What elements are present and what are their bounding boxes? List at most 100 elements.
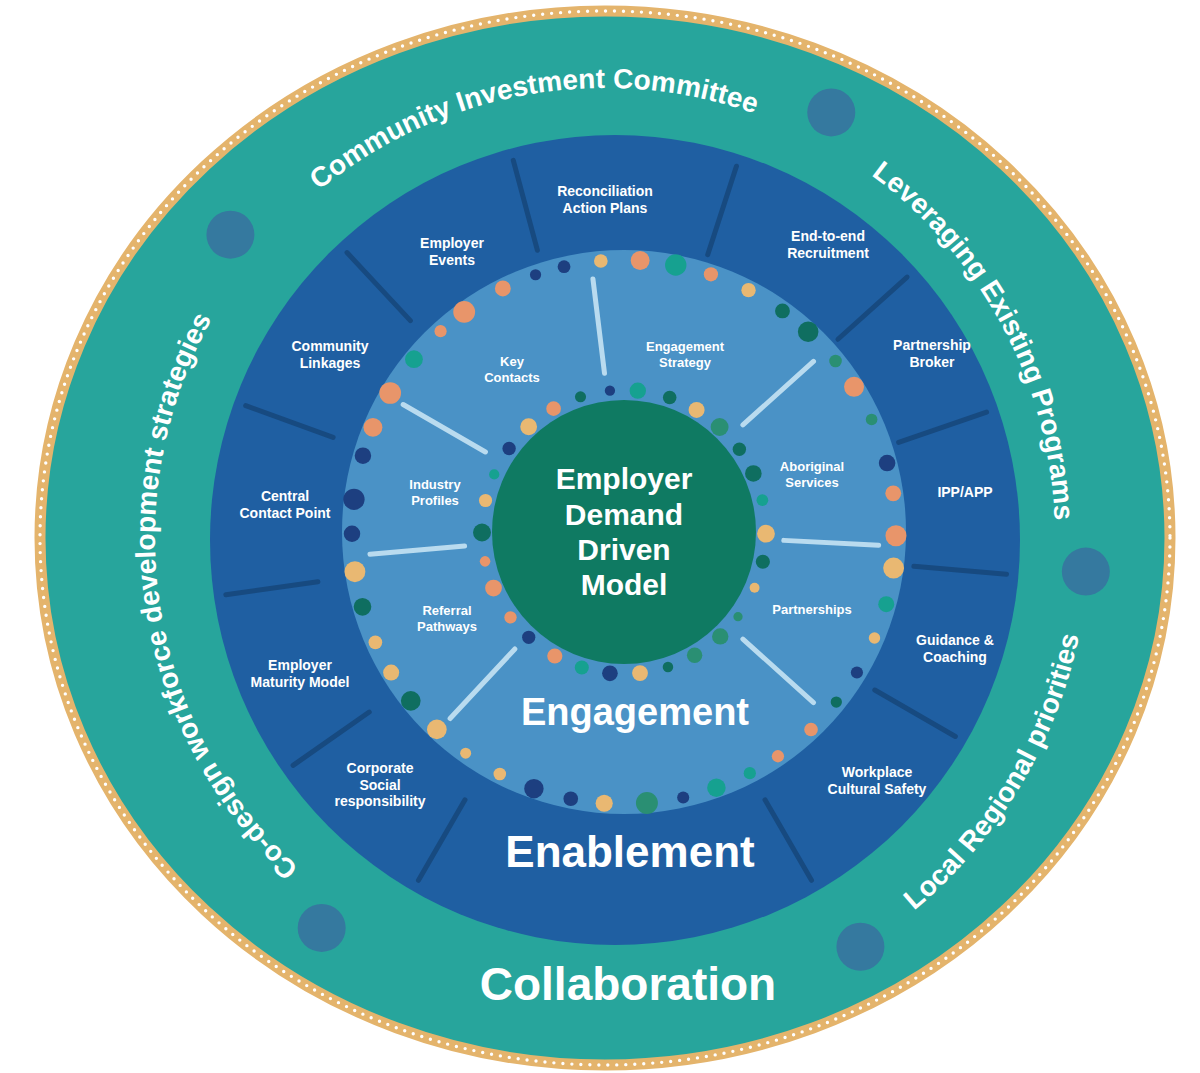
- component-label: Employer Maturity Model: [243, 657, 358, 691]
- component-label: Reconciliation Action Plans: [548, 183, 663, 217]
- divider-line: [293, 712, 369, 765]
- bead: [879, 455, 896, 472]
- divider-line: [708, 166, 737, 254]
- component-label: Key Contacts: [481, 354, 543, 385]
- model-title: Employer Demand Driven Model: [534, 461, 714, 603]
- divider-line: [765, 800, 812, 881]
- ring-title: Engagement: [521, 690, 749, 736]
- bead: [602, 665, 618, 681]
- engagement-ring: Engagement Employer Demand Driven Model: [342, 250, 906, 814]
- bead: [383, 665, 399, 681]
- component-label: Industry Profiles: [399, 477, 471, 508]
- bead: [704, 267, 718, 281]
- band-border-dots: [40, 11, 1170, 1065]
- bead: [354, 598, 372, 616]
- bead: [379, 382, 401, 404]
- bead: [663, 391, 677, 405]
- bead: [530, 269, 541, 280]
- bead: [605, 386, 615, 396]
- bead: [798, 322, 819, 343]
- divider-line: [784, 540, 879, 545]
- bead: [885, 525, 906, 546]
- bead: [522, 631, 535, 644]
- bead: [756, 555, 770, 569]
- bead: [434, 325, 446, 337]
- bead: [473, 523, 491, 541]
- divider-line: [743, 361, 814, 425]
- band-label-text: Leveraging Existing Programs: [867, 155, 1079, 521]
- bead: [775, 304, 790, 319]
- component-label: Central Contact Point: [236, 488, 334, 522]
- bead: [750, 583, 760, 593]
- bead: [630, 382, 646, 398]
- bead: [883, 558, 904, 579]
- enablement-ring: Enablement Engagement Employer Demand Driv…: [210, 135, 1020, 945]
- component-label: Employer Events: [402, 235, 502, 269]
- band-dot: [836, 923, 884, 971]
- bead: [504, 611, 516, 623]
- bead: [558, 260, 571, 273]
- model-core-fill: [492, 400, 756, 664]
- band-fill: [40, 11, 1170, 1065]
- bead: [866, 414, 878, 426]
- band-label: Local Regional priorities: [898, 630, 1085, 915]
- bead: [479, 494, 492, 507]
- divider-line: [347, 253, 410, 321]
- component-label: Partnerships: [765, 602, 860, 618]
- bead: [563, 791, 578, 806]
- band-label-text: Local Regional priorities: [898, 630, 1085, 915]
- bead: [453, 301, 475, 323]
- bead: [745, 465, 762, 482]
- divider-line: [914, 566, 1007, 574]
- model-core: Employer Demand Driven Model: [492, 400, 756, 664]
- bead: [524, 779, 543, 798]
- bead: [631, 251, 650, 270]
- ring-title: Enablement: [505, 826, 754, 879]
- bead: [343, 489, 364, 510]
- bead: [712, 628, 728, 644]
- bead: [711, 418, 729, 436]
- component-label: IPP/APP: [920, 484, 1010, 501]
- bead: [733, 443, 746, 456]
- bead: [547, 648, 562, 663]
- bead: [632, 665, 648, 681]
- bead: [757, 494, 769, 506]
- bead: [575, 391, 586, 402]
- divider-line: [403, 405, 485, 453]
- bead: [829, 355, 842, 368]
- bead: [733, 612, 742, 621]
- component-label: Referral Pathways: [409, 603, 485, 634]
- divider-line: [899, 412, 987, 442]
- band-border: [40, 11, 1170, 1065]
- bead: [744, 767, 756, 779]
- divider-line: [370, 546, 465, 554]
- bead: [677, 791, 689, 803]
- divider-line: [513, 160, 537, 250]
- bead: [665, 254, 686, 275]
- divider-line: [875, 690, 956, 737]
- bead: [831, 696, 842, 707]
- bead: [869, 632, 880, 643]
- bead: [687, 647, 702, 662]
- component-label: Partnership Broker: [882, 337, 982, 371]
- bead: [878, 596, 894, 612]
- divider-line: [226, 582, 318, 595]
- bead: [401, 691, 421, 711]
- model-core-shape: [492, 400, 756, 664]
- bead: [502, 442, 515, 455]
- bead: [689, 402, 705, 418]
- band-label: Community Investment Committee: [304, 63, 763, 195]
- bead: [369, 635, 383, 649]
- component-label: Aboriginal Services: [773, 459, 851, 490]
- bead: [494, 768, 507, 781]
- band-dot: [1062, 548, 1110, 596]
- bead: [355, 447, 371, 463]
- component-label: End-to-end Recruitment: [773, 228, 883, 262]
- bead: [460, 748, 471, 759]
- bead: [594, 254, 608, 268]
- component-label: Guidance & Coaching: [905, 632, 1005, 666]
- divider-line: [593, 279, 605, 373]
- band-dot: [298, 904, 346, 952]
